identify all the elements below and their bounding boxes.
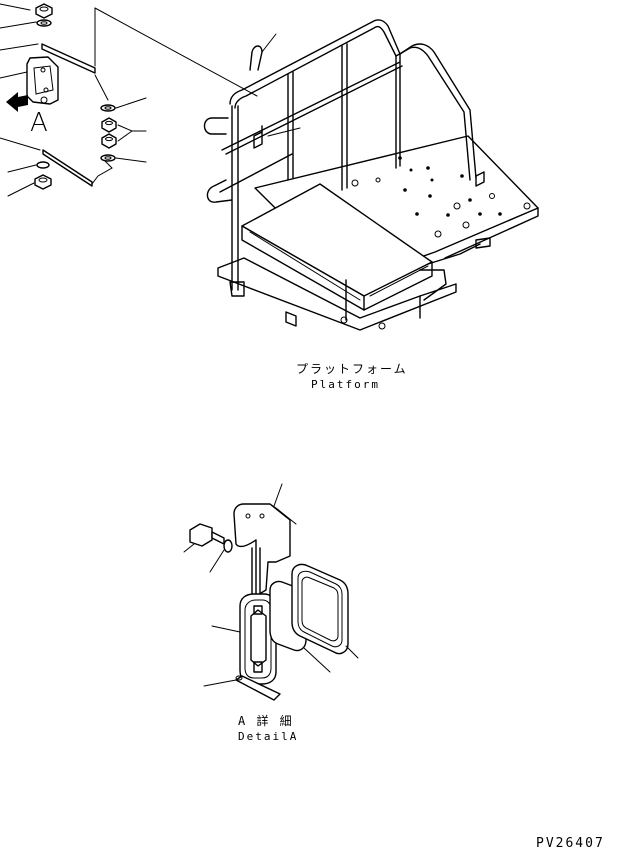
floor-holes [351, 156, 531, 238]
detail-bolt [183, 523, 233, 573]
detail-caption-en: DetailA [238, 730, 299, 743]
platform-caption-en: Platform [311, 378, 380, 391]
detail-gasket [291, 563, 359, 659]
assembly-lines [91, 7, 258, 185]
nut-top [35, 3, 53, 19]
detail-pin [203, 675, 281, 701]
upper-rod [41, 43, 96, 74]
washer-lower [36, 161, 50, 169]
exploded-hardware-group [0, 3, 96, 197]
detail-mirror-body [211, 593, 277, 685]
detail-a-assembly [183, 483, 359, 701]
drawing-code: PV26407 [536, 836, 605, 851]
detail-caption-jp: A 詳 細 [238, 714, 294, 728]
mirror-bracket-small [26, 56, 59, 105]
view-letter-a: A [30, 108, 48, 138]
handrail [203, 19, 485, 297]
washer-top [36, 19, 52, 27]
lower-rod [42, 149, 93, 187]
platform-assembly [203, 19, 539, 331]
exploded-nuts-right [100, 97, 147, 163]
nut-lower [34, 174, 52, 190]
platform-caption-jp: プラットフォーム [296, 362, 408, 376]
view-arrow-icon [6, 92, 28, 112]
